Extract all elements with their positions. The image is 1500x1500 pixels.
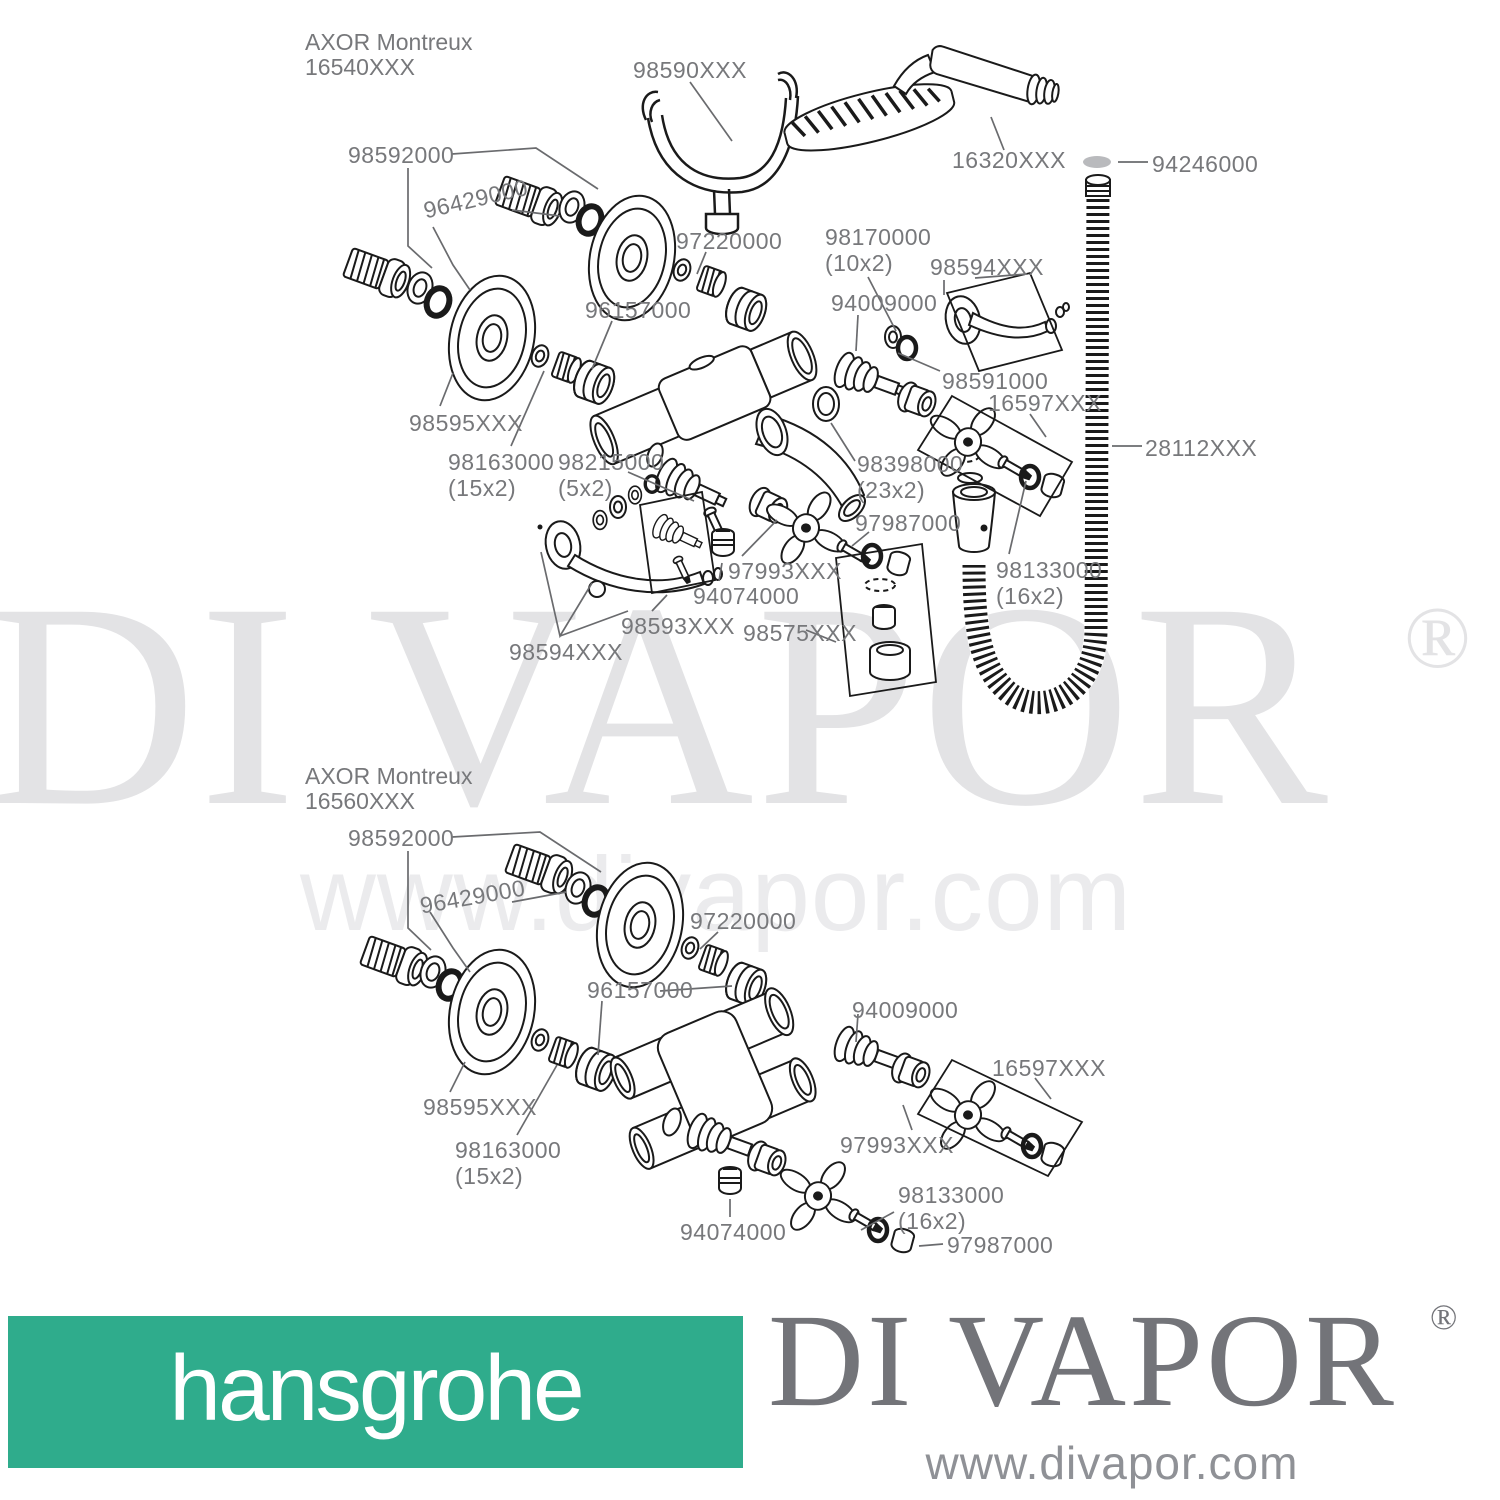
divapor-website: www.divapor.com <box>925 1437 1299 1489</box>
leader-lines-bottom <box>407 831 1052 1247</box>
hansgrohe-logo-text: hansgrohe <box>169 1335 585 1440</box>
faucet-body <box>589 330 818 466</box>
leader-lines-top <box>407 81 1148 643</box>
footer: hansgrohe DI VAPOR ® www.divapor.com <box>0 1290 1500 1500</box>
gray-gasket <box>1083 156 1111 168</box>
divapor-logo-text: DI VAPOR <box>768 1286 1397 1434</box>
shower-cradle <box>641 71 800 236</box>
diagram-16560 <box>357 831 1084 1256</box>
lever-handle <box>967 311 1050 339</box>
hansgrohe-logo: hansgrohe <box>8 1316 743 1468</box>
kit-box-16597-bottom <box>916 1058 1084 1178</box>
divapor-logo: DI VAPOR ® www.divapor.com <box>762 1290 1462 1500</box>
divapor-registered-mark: ® <box>1430 1297 1458 1337</box>
diagram-16540 <box>340 45 1148 715</box>
hose-cone <box>951 483 997 553</box>
watermark-url-text: www.divapor.com <box>300 836 1132 953</box>
hand-shower <box>783 45 1060 152</box>
tub-spout <box>754 407 866 522</box>
kit-box-98575 <box>835 542 937 698</box>
watermark-registered-mark: ® <box>1404 590 1471 687</box>
kit-box-98594 <box>945 271 1064 373</box>
shower-mixer-body <box>609 987 817 1170</box>
kit-box-16597 <box>916 394 1074 518</box>
